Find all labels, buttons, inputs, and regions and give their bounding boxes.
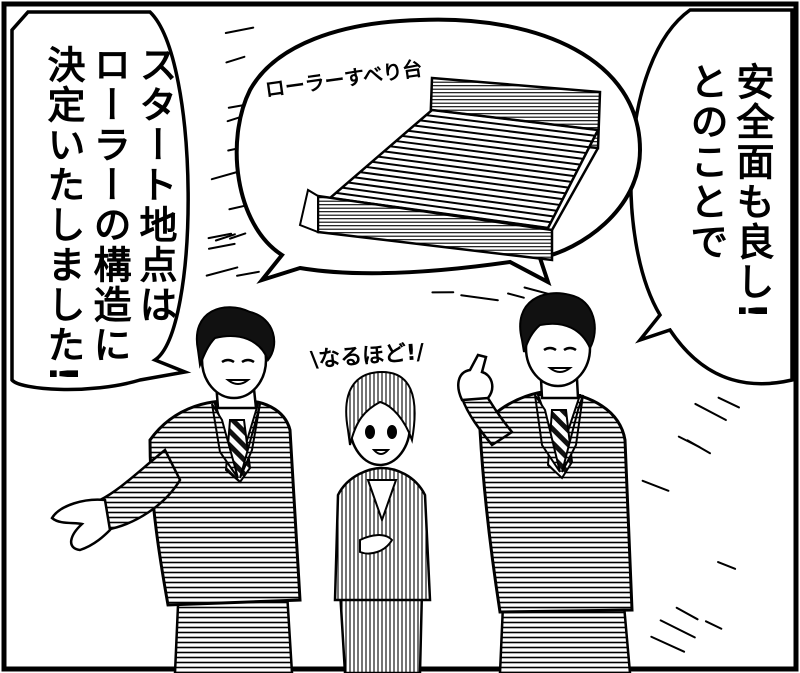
roller — [407, 129, 587, 155]
speech-bubble-right — [629, 8, 794, 386]
motion-line — [225, 55, 246, 64]
motion-line — [207, 242, 236, 250]
man-right — [457, 292, 634, 673]
motion-line — [214, 233, 236, 242]
motion-line — [523, 286, 551, 296]
motion-line — [205, 266, 239, 277]
woman-center — [333, 370, 432, 673]
speech-text-right: 安全面も良し!とのことで — [684, 62, 774, 322]
motion-line — [641, 479, 670, 492]
roller — [389, 145, 578, 172]
roller — [335, 191, 552, 224]
motion-line — [694, 402, 727, 422]
roller — [377, 155, 572, 183]
motion-line — [717, 561, 737, 570]
motion-line — [229, 232, 247, 240]
roller — [371, 160, 569, 189]
speech-text-left: スタート地点はローラーの構造に決定いたしました! — [41, 45, 177, 385]
motion-line — [659, 619, 696, 639]
motion-line — [460, 294, 499, 302]
roller — [395, 140, 581, 166]
man-left — [50, 306, 302, 673]
motion-line — [224, 26, 255, 35]
roller — [425, 114, 596, 137]
motion-line — [207, 232, 233, 240]
roller — [419, 119, 593, 143]
roller — [383, 150, 575, 178]
roller — [359, 171, 563, 201]
motion-line — [675, 606, 699, 621]
motion-line — [507, 292, 525, 299]
roller — [365, 165, 566, 195]
roller — [401, 134, 584, 160]
speech-bubble-left — [10, 10, 192, 392]
motion-line — [677, 435, 701, 449]
roller-slide-illustration — [298, 76, 602, 262]
roller — [431, 109, 599, 131]
motion-line — [704, 620, 723, 630]
motion-line — [717, 396, 740, 409]
motion-line — [210, 170, 239, 181]
motion-line — [236, 270, 260, 277]
roller — [347, 181, 557, 212]
motion-line — [650, 635, 686, 653]
roller — [413, 124, 590, 149]
background-motion-lines — [205, 26, 740, 653]
roller — [353, 176, 560, 206]
roller — [341, 186, 555, 218]
